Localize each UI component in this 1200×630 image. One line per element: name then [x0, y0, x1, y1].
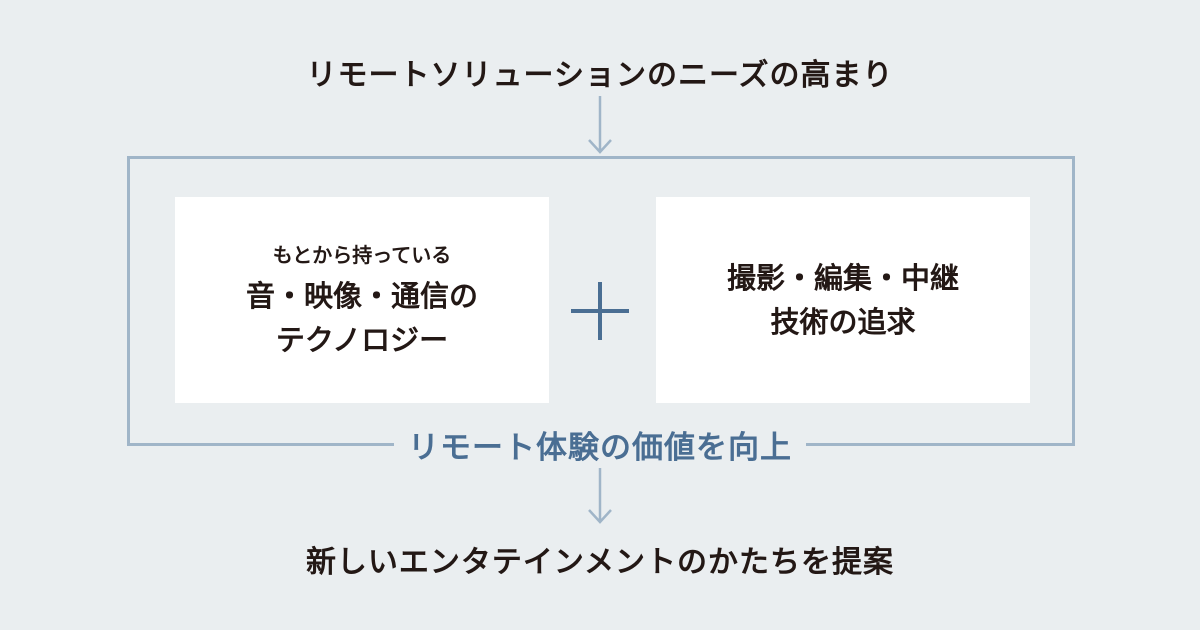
box-line: 音・映像・通信の	[245, 278, 478, 313]
bottom-title: 新しいエンタテインメントのかたちを提案	[305, 545, 895, 580]
value-label-text: リモート体験の価値を向上	[394, 430, 806, 466]
production-technology-box: 撮影・編集・中継 技術の追求	[656, 197, 1030, 403]
value-label: リモート体験の価値を向上	[0, 422, 1200, 467]
box-line: 技術の追求	[770, 305, 916, 339]
existing-technology-box: もとから持っている 音・映像・通信の テクノロジー	[175, 197, 549, 403]
arrow-down-icon	[588, 468, 612, 524]
box-subtitle: もとから持っている	[272, 242, 452, 267]
box-line: 撮影・編集・中継	[726, 261, 959, 295]
top-title: リモートソリューションのニーズの高まり	[306, 58, 894, 93]
arrow-down-icon	[588, 96, 612, 154]
box-line: テクノロジー	[275, 322, 449, 357]
plus-icon	[571, 282, 629, 340]
